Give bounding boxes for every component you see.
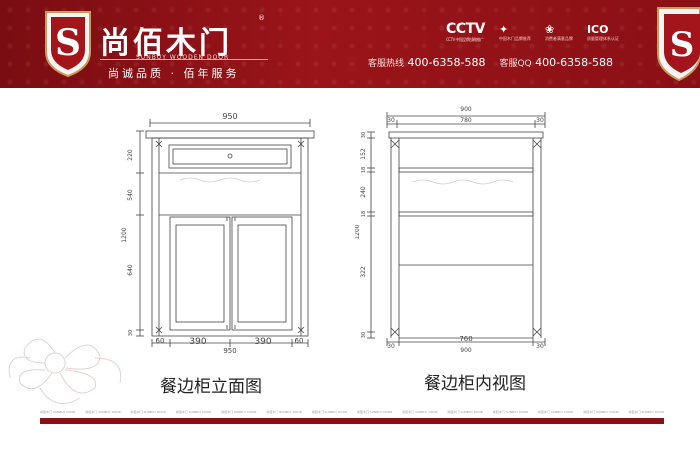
brand-name-en: SUNBUY WOODEN DOOR — [136, 54, 230, 61]
flower-decoration — [8, 338, 122, 405]
top-width-dim: 950 — [222, 112, 237, 121]
r-top-dim-2: 780 — [460, 117, 472, 124]
r-dim-h-1: 30 — [361, 132, 367, 138]
r-dim-h-5: 18 — [361, 211, 367, 217]
dim-b-total: 950 — [223, 347, 236, 355]
dim-b-1: 60 — [156, 337, 165, 345]
r-bottom-dim-1: 30 — [387, 343, 395, 350]
r-top-total: 900 — [460, 106, 472, 113]
r-dim-h-6: 322 — [360, 266, 367, 278]
slogan-divider — [100, 59, 268, 60]
r-dim-h-4: 240 — [360, 186, 367, 198]
dim-h-4: 30 — [128, 330, 134, 336]
logo-letter: S — [55, 22, 81, 64]
r-top-dim-1: 30 — [387, 117, 395, 124]
r-top-dim-3: 30 — [536, 117, 544, 124]
dim-b-4: 60 — [295, 337, 304, 345]
elevation-drawing: 950 220 540 1200 640 30 60 390 390 60 95… — [121, 112, 315, 355]
interior-drawing: 900 30 780 30 30 152 18 240 18 1200 322 … — [355, 106, 546, 354]
r-bottom-dim-3: 30 — [536, 343, 544, 350]
r-bottom-total: 900 — [460, 347, 472, 354]
qq-label: 客服QQ — [499, 59, 532, 69]
hotline-label: 客服热线 — [368, 59, 405, 69]
brand-name-cn: 尚佰木门 — [100, 26, 232, 61]
dim-h-1: 220 — [127, 149, 134, 161]
elevation-caption: 餐边柜立面图 — [160, 377, 262, 397]
partner-logo-3: ❀消费者满意品牌 — [544, 22, 573, 41]
dim-h-total: 1200 — [121, 227, 128, 242]
qq-number: 400-6358-588 — [535, 56, 614, 69]
dim-b-3: 390 — [254, 337, 271, 347]
brand-shield-logo: S — [45, 11, 91, 78]
hotline-number: 400-6358-588 — [407, 56, 486, 69]
dim-h-3: 640 — [127, 264, 134, 276]
footer-red-bar — [40, 418, 664, 424]
dim-b-2: 390 — [189, 337, 206, 347]
r-dim-h-3: 18 — [361, 167, 367, 173]
r-dim-h-2: 152 — [360, 148, 367, 160]
slogan: 尚诚品质 · 佰年服务 — [108, 67, 240, 80]
svg-text:S: S — [670, 25, 695, 65]
interior-caption: 餐边柜内视图 — [424, 374, 526, 394]
header-banner: S 尚佰木门 ® SUNBUY WOODEN DOOR 尚诚品质 · 佰年服务 … — [0, 0, 700, 88]
r-bottom-dim-2: 760 — [459, 335, 472, 343]
dim-h-2: 540 — [127, 189, 134, 201]
partner-logo-2: ✦中国木门品牌推荐 — [498, 22, 531, 41]
r-dim-h-total: 1200 — [355, 224, 361, 239]
right-shield-logo: S — [657, 7, 700, 82]
contact-row: 客服热线 400-6358-588 客服QQ 400-6358-588 — [368, 56, 613, 69]
registered-mark: ® — [258, 14, 265, 22]
r-dim-h-7: 30 — [361, 332, 367, 338]
